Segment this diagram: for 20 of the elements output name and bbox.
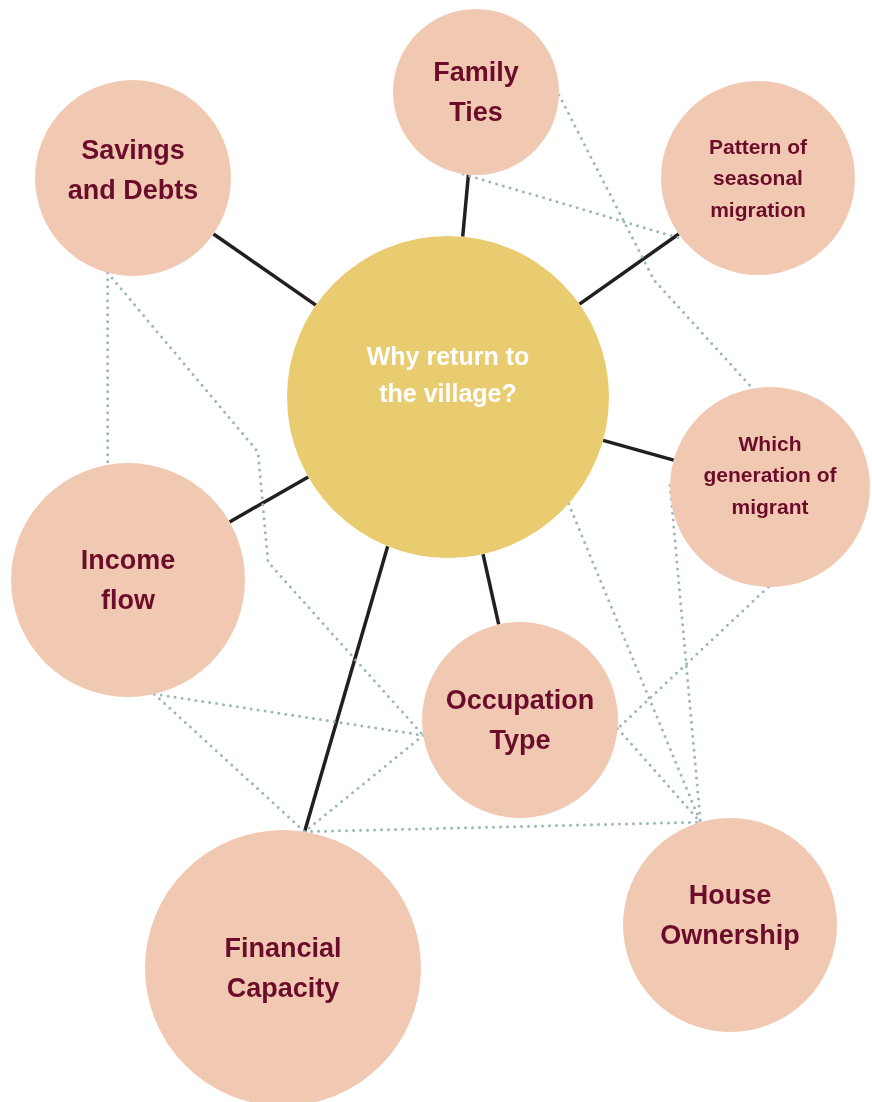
factor-label: House Ownership xyxy=(659,878,801,952)
factor-label: Pattern of seasonal migration xyxy=(708,133,808,223)
question-text: Why return to the village? xyxy=(365,340,531,409)
factor-label: Financial Capacity xyxy=(223,931,343,1005)
dotted-connector xyxy=(668,483,702,824)
connector-line xyxy=(228,475,310,524)
connector-line xyxy=(602,438,675,462)
connector-line xyxy=(460,174,471,237)
connector-line xyxy=(302,545,390,833)
factor-label: Occupation Type xyxy=(444,683,596,757)
connector-line xyxy=(578,232,680,306)
dotted-connector xyxy=(567,502,702,824)
factor-label: Which generation of migrant xyxy=(702,430,838,520)
factor-label: Family Ties xyxy=(432,55,520,129)
factor-label: Savings and Debts xyxy=(66,133,200,207)
dotted-connector xyxy=(106,271,425,737)
connector-line xyxy=(481,553,501,625)
dotted-connector xyxy=(152,692,307,834)
connector-line xyxy=(212,232,317,307)
factor-label: Income flow xyxy=(79,543,177,617)
